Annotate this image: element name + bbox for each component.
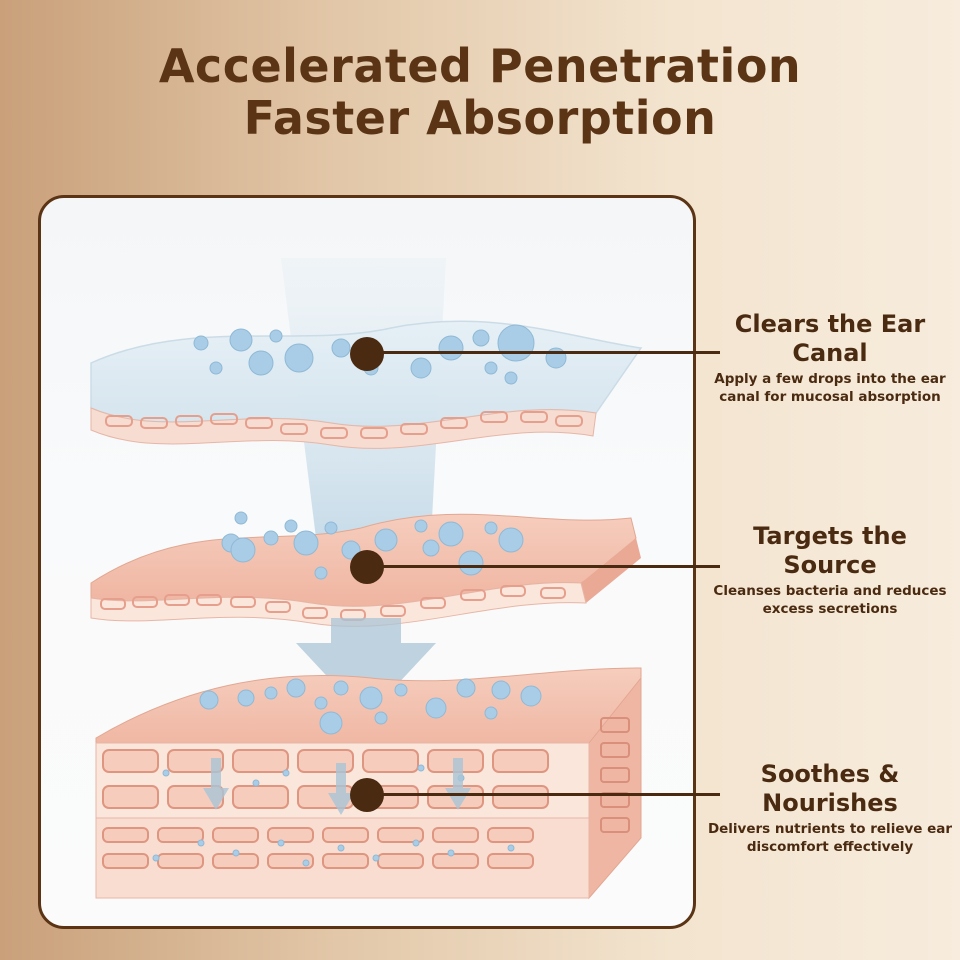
layer-3 — [95, 667, 642, 900]
diagram-panel — [38, 195, 696, 929]
marker-dot-3 — [350, 778, 384, 812]
skin-layers-illustration — [90, 258, 643, 900]
layer-1 — [90, 320, 643, 449]
title-line-2: Faster Absorption — [243, 91, 717, 145]
connector-line-1 — [368, 351, 720, 354]
callout-2-heading: Targets the Source — [753, 522, 907, 579]
callout-1-heading: Clears the Ear Canal — [734, 310, 926, 367]
callout-1-description: Apply a few drops into the ear canal for… — [714, 371, 946, 405]
marker-dot-2 — [350, 550, 384, 584]
callout-targets-source: Targets the Source Cleanses bacteria and… — [700, 522, 960, 618]
callout-3-heading: Soothes & Nourishes — [760, 760, 900, 817]
title-line-1: Accelerated Penetration — [158, 39, 802, 93]
callout-2-description: Cleanses bacteria and reduces excess sec… — [713, 583, 947, 617]
page-title: Accelerated Penetration Faster Absorptio… — [0, 40, 960, 144]
connector-line-2 — [368, 565, 720, 568]
callout-soothes-nourishes: Soothes & Nourishes Delivers nutrients t… — [700, 760, 960, 856]
connector-line-3 — [368, 793, 720, 796]
callout-clears-ear-canal: Clears the Ear Canal Apply a few drops i… — [700, 310, 960, 406]
down-arrow — [296, 618, 436, 718]
callout-3-description: Delivers nutrients to relieve ear discom… — [707, 821, 953, 855]
marker-dot-1 — [350, 337, 384, 371]
